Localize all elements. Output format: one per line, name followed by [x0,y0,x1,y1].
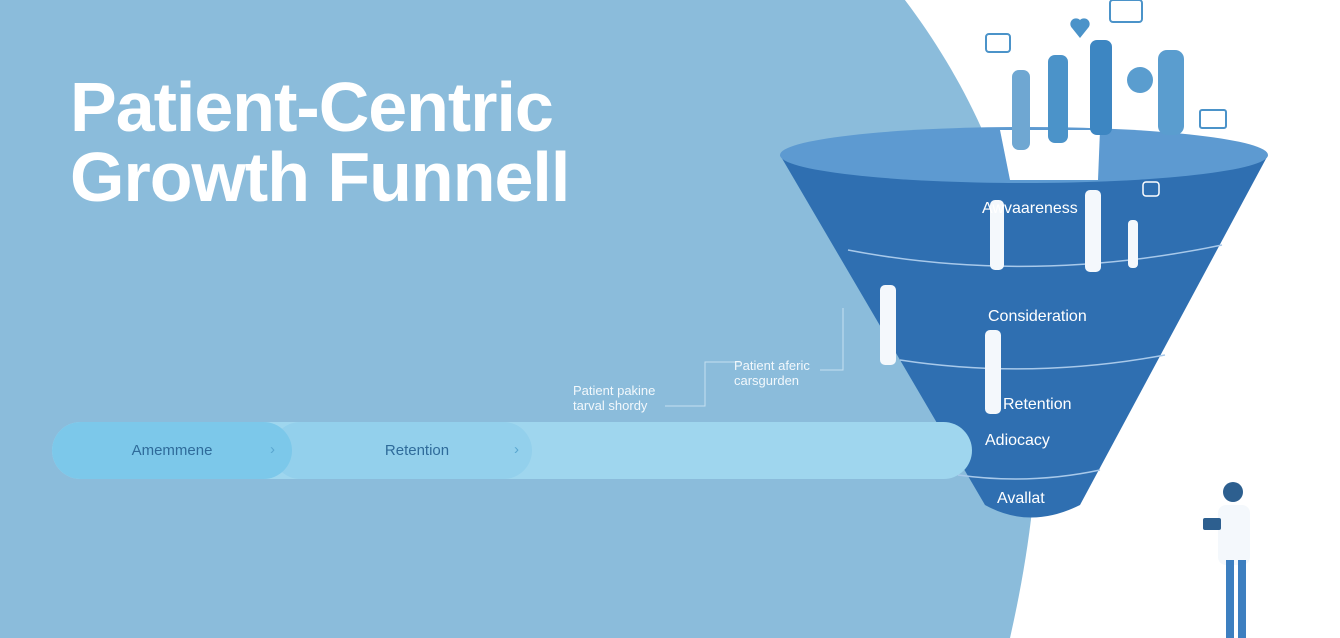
badge-icon [1142,181,1160,197]
annotation-1: Patient pakine tarval shordy [573,383,655,413]
person-figure [990,200,1004,270]
funnel [780,127,1268,518]
title-line-1: Patient-Centric [70,68,554,146]
funnel-stage-awareness: Awvaareness [982,200,1078,217]
message-icon [985,33,1011,53]
person-figure [1085,190,1101,272]
funnel-stage-advocacy: Adiocacy [985,432,1050,449]
chevron-right-icon: › [514,441,519,458]
annotation-line: Patient aferic [734,358,810,373]
heart-icon [1070,18,1090,38]
stage-divider [899,354,1166,370]
annotation-line: Patient pakine [573,383,656,398]
person-figure [985,330,1001,414]
person-figure [880,285,896,365]
segment-label: Retention [384,442,450,459]
puzzle-icon [1127,67,1153,93]
funnel-stage-retention: Retention [1003,396,1072,413]
chart-icon [1109,0,1143,23]
bar-segment-awareness[interactable]: Amemmene [52,422,292,479]
top-people-figures [985,0,1227,197]
segment-label: Amemmene [131,442,213,459]
journey-progress-bar: Retention Amemmene › › [52,422,972,479]
person-figure [1012,70,1030,150]
chevron-right-icon: › [270,441,275,458]
people-figures [880,190,1138,414]
funnel-stage-final: Avallat [997,490,1045,507]
bar-segment-retention[interactable]: Retention [272,422,532,479]
doctor-figure [1203,482,1250,638]
annotation-2: Patient aferic carsgurden [734,358,810,388]
person-figure [1048,55,1068,143]
funnel-stage-consideration: Consideration [988,308,1087,325]
annotation-line: carsgurden [734,373,800,388]
person-figure [1128,220,1138,268]
annotation-connectors [665,308,844,407]
title-line-2: Growth Funnell [70,138,570,216]
funnel-body [780,155,1268,518]
person-figure [1090,40,1112,135]
laptop-icon [1199,109,1227,129]
page-title: Patient-Centric Growth Funnell [70,72,570,212]
stage-divider [957,469,1101,480]
person-figure [1158,50,1184,135]
annotation-line: tarval shordy [573,398,648,413]
stage-divider [847,244,1223,268]
